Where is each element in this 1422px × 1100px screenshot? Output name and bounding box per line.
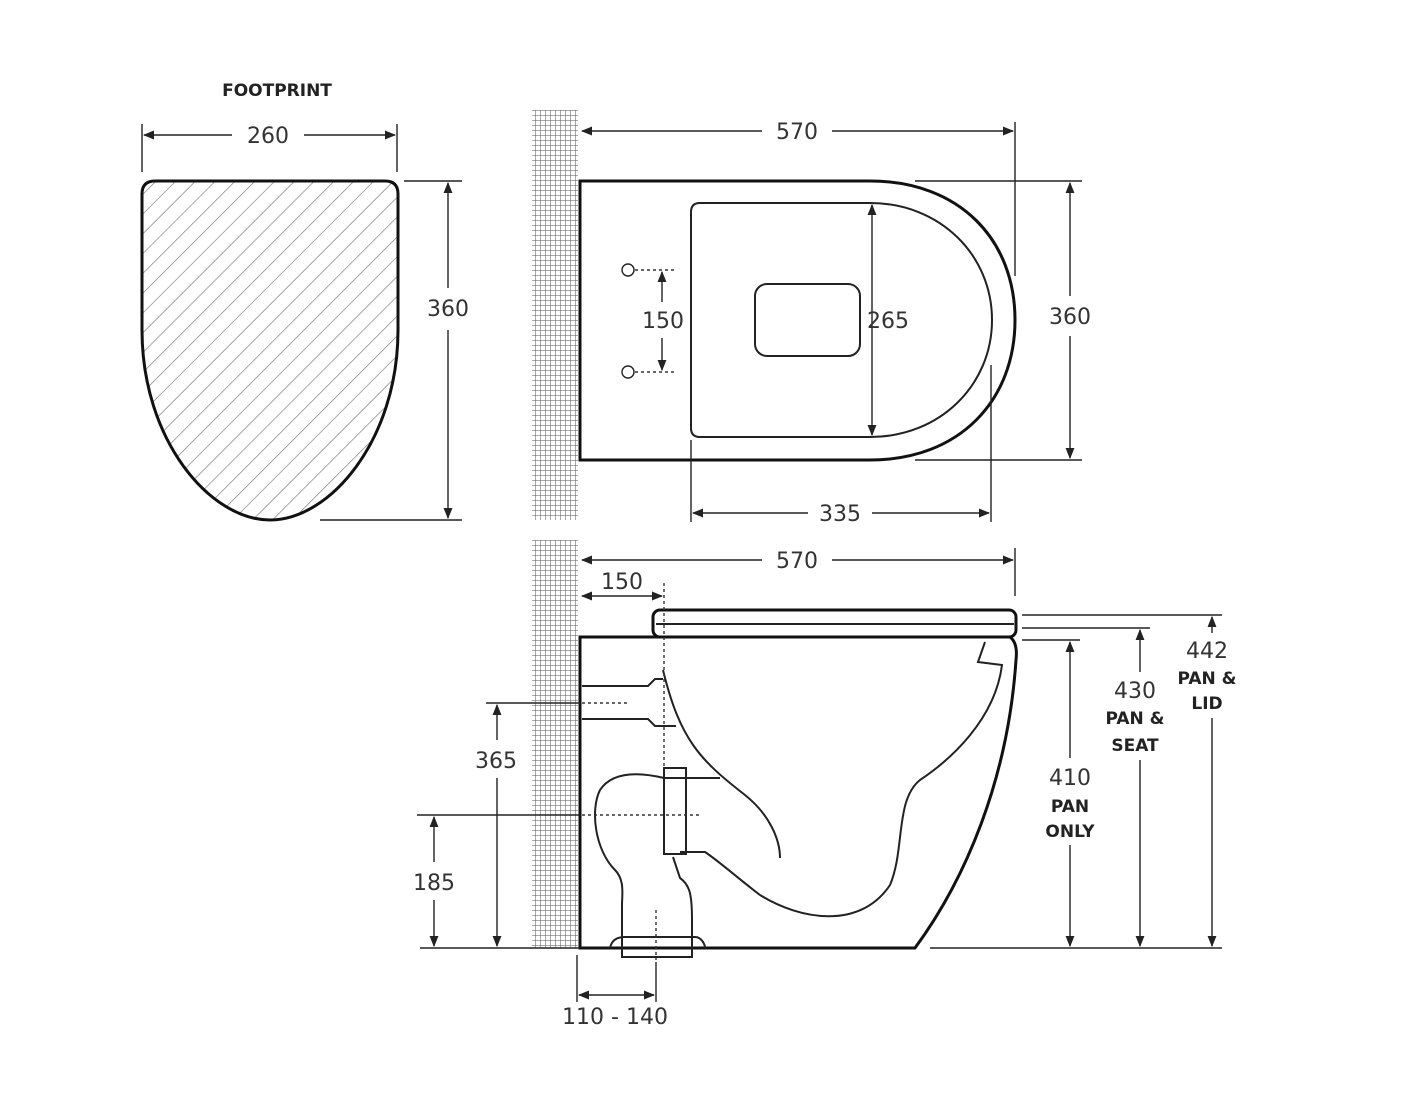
svg-text:430: 430 [1114, 679, 1156, 704]
pan-outline-side [578, 635, 1018, 950]
fixing-hole-bottom [621, 365, 635, 379]
svg-text:PAN &: PAN & [1177, 669, 1236, 689]
bowl-opening [754, 283, 861, 357]
svg-text:SEAT: SEAT [1111, 736, 1159, 756]
set-out-dimension: 110 - 140 [562, 955, 668, 1030]
svg-text:150: 150 [642, 309, 684, 334]
seat-outline-plan [690, 202, 994, 438]
side-view: 570 150 365 185 110 - 140 [413, 540, 1237, 1030]
svg-text:570: 570 [776, 549, 818, 574]
svg-text:365: 365 [475, 749, 517, 774]
fixing-centres-dimension: 150 [642, 270, 684, 372]
svg-text:ONLY: ONLY [1045, 822, 1095, 842]
footprint-view: FOOTPRINT 260 360 [140, 81, 469, 522]
svg-text:335: 335 [819, 502, 861, 527]
bowl-inner [662, 669, 781, 859]
plan-length-dimension: 570 [580, 120, 1016, 276]
svg-text:265: 265 [867, 309, 909, 334]
svg-text:LID: LID [1191, 694, 1222, 714]
svg-text:PAN: PAN [1051, 797, 1089, 817]
inlet-height-dimension: 365 [475, 702, 580, 948]
svg-text:570: 570 [776, 120, 818, 145]
fixing-hole-top [621, 263, 635, 277]
pan-outline-plan [578, 179, 1017, 462]
inlet-spigot [582, 678, 676, 727]
footprint-width-dimension: 260 [141, 124, 398, 172]
seat-width-dimension: 265 [867, 203, 909, 437]
svg-text:260: 260 [247, 124, 289, 149]
side-length-dimension: 570 [580, 548, 1016, 596]
wall-plan [532, 110, 578, 520]
svg-text:442: 442 [1186, 639, 1228, 664]
height-dimensions: 410 PAN ONLY 430 PAN & SEAT 442 PAN & LI… [930, 614, 1237, 949]
plan-width-dimension: 360 [915, 180, 1091, 461]
svg-text:150: 150 [601, 570, 643, 595]
plan-view: 150 265 360 570 335 [532, 110, 1091, 527]
footprint-title: FOOTPRINT [222, 81, 332, 101]
svg-text:PAN &: PAN & [1105, 709, 1164, 729]
outlet-height-dimension: 185 [413, 814, 580, 949]
svg-text:410: 410 [1049, 766, 1091, 791]
svg-text:360: 360 [1049, 305, 1091, 330]
pan-connector [594, 773, 720, 958]
seat-depth-dimension: 335 [690, 365, 992, 527]
svg-text:360: 360 [427, 297, 469, 322]
svg-text:185: 185 [413, 871, 455, 896]
wall-side [532, 540, 578, 948]
svg-text:110 - 140: 110 - 140 [562, 1005, 668, 1030]
outlet-connector [663, 767, 687, 855]
footprint-shape [140, 179, 400, 522]
footprint-depth-dimension: 360 [320, 180, 469, 521]
seat-setback-dimension: 150 [580, 570, 664, 601]
